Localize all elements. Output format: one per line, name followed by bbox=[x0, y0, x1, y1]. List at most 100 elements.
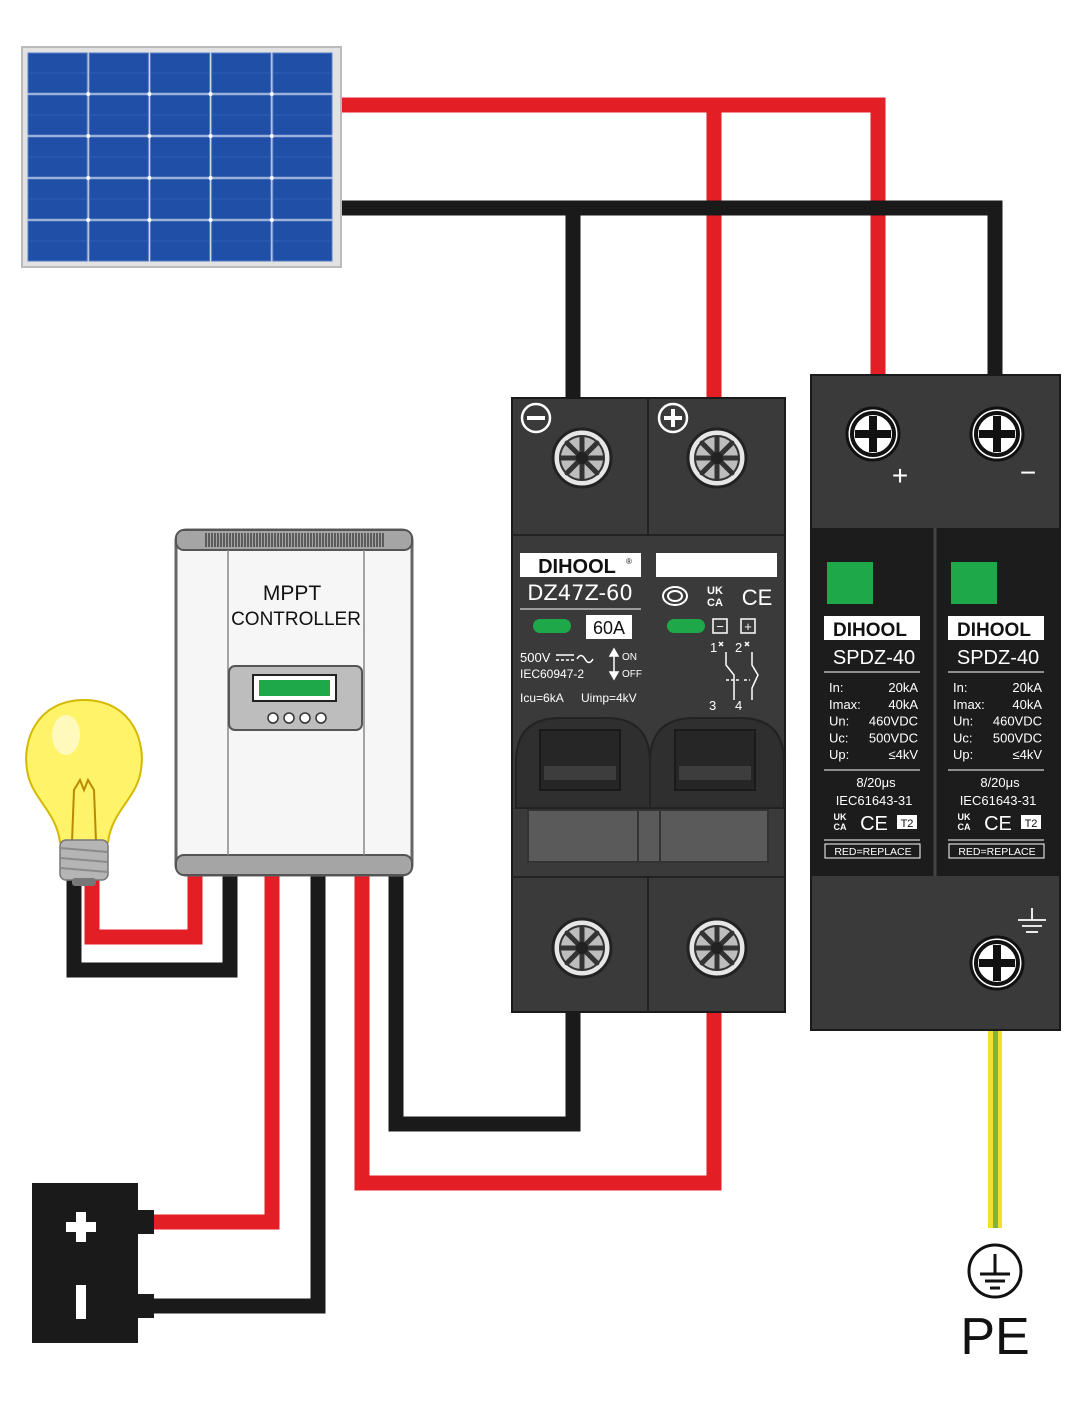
breaker-handle-right[interactable] bbox=[674, 729, 756, 791]
breaker-schematic-icon bbox=[718, 641, 759, 700]
spd-minus-label: − bbox=[1020, 457, 1036, 488]
spd-status-window bbox=[827, 562, 873, 604]
spd-wave: 8/20μs bbox=[856, 775, 896, 790]
spd-spec-key: Imax: bbox=[829, 697, 861, 712]
breaker-off-label: OFF bbox=[622, 669, 642, 680]
ccc-mark-icon bbox=[662, 586, 688, 606]
spd-spec-value: 20kA bbox=[1012, 680, 1042, 695]
breaker-standard: IEC60947-2 bbox=[520, 667, 584, 681]
dc-symbol-icon bbox=[556, 654, 594, 664]
spd-spec-key: Uc: bbox=[829, 730, 849, 745]
on-off-arrow-icon bbox=[608, 647, 620, 681]
spd-spec-value: 500VDC bbox=[993, 730, 1042, 745]
breaker-reg-mark: ® bbox=[626, 557, 632, 566]
spd-ukca-top: UK bbox=[958, 812, 971, 822]
spd-class-badge bbox=[897, 815, 917, 829]
spd-brand: DIHOOL bbox=[833, 620, 907, 641]
breaker-on-label: ON bbox=[622, 652, 637, 663]
breaker-voltage: 500V bbox=[520, 650, 551, 665]
breaker-ukca-bottom: CA bbox=[707, 597, 723, 609]
pv-positive-wire bbox=[340, 97, 886, 375]
spd-ce-mark: CE bbox=[860, 813, 888, 835]
breaker-term-4: 4 bbox=[735, 698, 742, 713]
spd-ukca-top: UK bbox=[834, 812, 847, 822]
breaker-positive-output-wire bbox=[354, 875, 722, 1191]
load-negative-wire bbox=[66, 870, 238, 978]
breaker-plus-icon bbox=[657, 402, 689, 434]
spd-class-badge bbox=[1021, 815, 1041, 829]
spd-spec-value: 460VDC bbox=[993, 714, 1042, 729]
pv-negative-wire bbox=[340, 200, 1003, 375]
spd-ukca-bottom: CA bbox=[958, 822, 971, 832]
breaker-handle-area bbox=[515, 717, 785, 863]
spd-spec-value: ≤4kV bbox=[888, 747, 918, 762]
spd-standard: IEC61643-31 bbox=[836, 793, 913, 808]
breaker-minus-box-label: − bbox=[716, 619, 724, 634]
spd-brand-plate bbox=[824, 616, 920, 640]
spd-spec-value: 500VDC bbox=[869, 730, 918, 745]
spd-spec-key: In: bbox=[953, 680, 967, 695]
spd-spec-key: Un: bbox=[829, 714, 849, 729]
spd-spec-key: Up: bbox=[829, 747, 849, 762]
earth-wire bbox=[988, 1030, 1002, 1228]
protective-earth: PE bbox=[960, 1243, 1030, 1366]
spd-spec-key: Un: bbox=[953, 714, 973, 729]
spd-model: SPDZ-40 bbox=[957, 647, 1039, 669]
spd-replace-label: RED=REPLACE bbox=[834, 846, 911, 858]
spd-replace-label: RED=REPLACE bbox=[958, 846, 1035, 858]
breaker-ce-mark: CE bbox=[742, 585, 773, 610]
spd-brand: DIHOOL bbox=[957, 620, 1031, 641]
breaker-uimp: Uimp=4kV bbox=[581, 691, 637, 705]
breaker-rating-badge bbox=[586, 615, 632, 639]
breaker-term-2: 2 bbox=[735, 640, 742, 655]
spd-spec-value: 40kA bbox=[1012, 697, 1042, 712]
light-bulb-icon bbox=[25, 698, 143, 886]
spd-model: SPDZ-40 bbox=[833, 647, 915, 669]
spd-ce-mark: CE bbox=[984, 813, 1012, 835]
spd-spec-key: Imax: bbox=[953, 697, 985, 712]
screw-terminal-icon bbox=[969, 406, 1025, 462]
mppt-controller: MPPT CONTROLLER bbox=[174, 528, 414, 877]
battery-icon bbox=[32, 1183, 154, 1343]
spd-spec-key: Uc: bbox=[953, 730, 973, 745]
controller-title-line2: CONTROLLER bbox=[231, 609, 361, 630]
breaker-brand: DIHOOL bbox=[538, 556, 616, 578]
spd-replace-box bbox=[948, 843, 1045, 859]
breaker-term-3: 3 bbox=[709, 698, 716, 713]
breaker-ukca-top: UK bbox=[707, 585, 723, 597]
spd-brand-plate bbox=[948, 616, 1044, 640]
breaker-negative-output-wire bbox=[388, 875, 581, 1132]
spd-class: T2 bbox=[901, 818, 914, 830]
breaker-brand-plate bbox=[520, 553, 641, 577]
dc-breaker: DIHOOL ® DZ47Z-60 UK CA CE 60A − + 500V … bbox=[511, 397, 786, 1013]
spd-status-window bbox=[951, 562, 997, 604]
breaker-model: DZ47Z-60 bbox=[527, 581, 633, 605]
spd-replace-box bbox=[824, 843, 921, 859]
spd-module: DIHOOLSPDZ-40In:20kAImax:40kAUn:460VDCUc… bbox=[824, 562, 921, 859]
load-positive-wire bbox=[84, 870, 203, 945]
breaker-indicator-right bbox=[667, 619, 705, 633]
solar-panel-icon bbox=[21, 46, 342, 268]
controller-title-line1: MPPT bbox=[263, 582, 322, 605]
spd-spec-value: 40kA bbox=[888, 697, 918, 712]
spd-plus-label: + bbox=[892, 460, 908, 491]
spd-spec-key: In: bbox=[829, 680, 843, 695]
ground-icon bbox=[967, 1243, 1023, 1299]
screw-terminal-icon bbox=[845, 406, 901, 462]
spd-spec-value: 20kA bbox=[888, 680, 918, 695]
controller-buttons bbox=[267, 712, 327, 724]
breaker-indicator-left bbox=[533, 619, 571, 633]
spd-class: T2 bbox=[1025, 818, 1038, 830]
screw-terminal-icon bbox=[969, 935, 1025, 991]
spd-ukca-bottom: CA bbox=[834, 822, 847, 832]
ground-icon bbox=[1018, 908, 1046, 933]
battery-negative-wire bbox=[150, 875, 326, 1314]
breaker-plus-box-label: + bbox=[744, 619, 752, 634]
pe-label: PE bbox=[960, 1308, 1029, 1366]
spd-spec-key: Up: bbox=[953, 747, 973, 762]
breaker-handle-left[interactable] bbox=[539, 729, 621, 791]
breaker-term-1: 1 bbox=[710, 640, 717, 655]
